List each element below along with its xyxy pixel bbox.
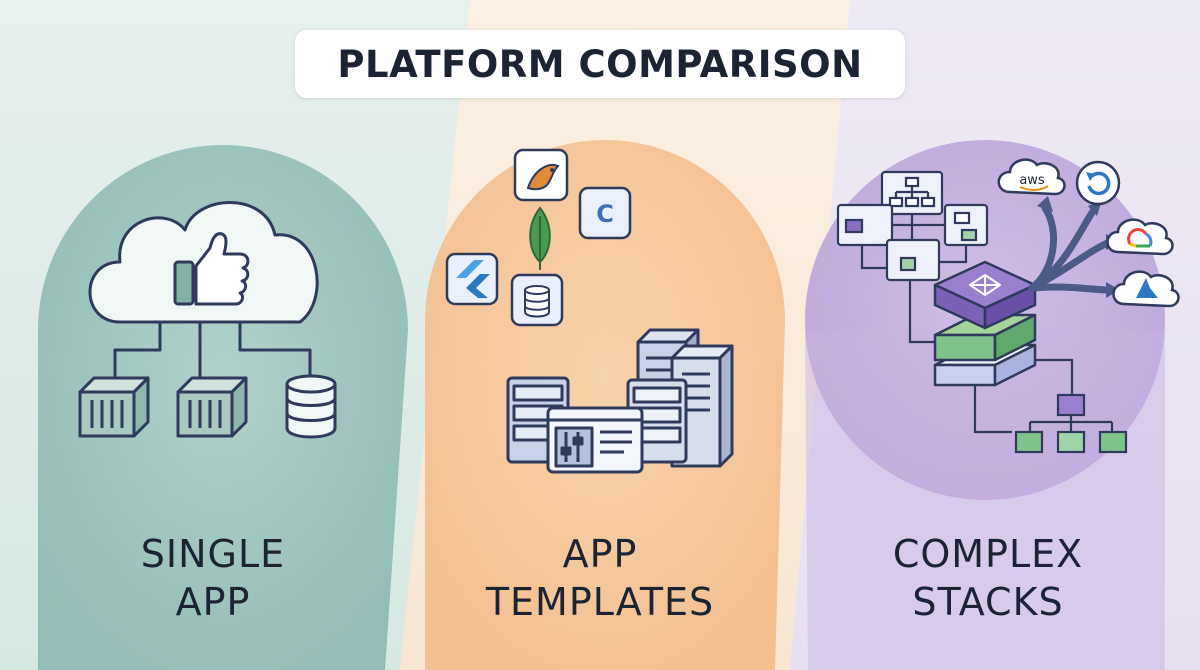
google-cloud-icon: [1106, 218, 1174, 256]
aws-badge-icon: aws: [997, 158, 1066, 196]
container-icon: [78, 376, 150, 438]
flutter-icon: [445, 252, 499, 306]
title-banner: PLATFORM COMPARISON: [295, 30, 905, 98]
panel-arch-app-templates: [425, 140, 785, 670]
sync-service-icon: [1075, 160, 1121, 206]
database-icon: [285, 374, 337, 439]
panel-label-single-app: SINGLE APP: [33, 530, 393, 626]
c-language-icon: C: [578, 186, 632, 240]
stack-layers-icon: [933, 260, 1037, 387]
panel-label-line2: TEMPLATES: [485, 580, 715, 624]
panel-label-line1: SINGLE: [140, 532, 286, 576]
svg-text:C: C: [596, 200, 614, 228]
panel-label-line2: APP: [175, 580, 251, 624]
panel-label-line1: APP: [562, 532, 638, 576]
container-icon: [176, 376, 248, 438]
cloud-thumbs-up-icon: [88, 201, 319, 378]
aws-label: aws: [1019, 173, 1045, 188]
page-title: PLATFORM COMPARISON: [337, 42, 863, 86]
database-icon: [510, 273, 564, 327]
panel-label-complex-stacks: COMPLEX STACKS: [808, 530, 1168, 626]
server-rack-icon: [506, 376, 570, 464]
leaf-database-icon: [529, 206, 551, 270]
architecture-diagram-icon: [836, 170, 989, 344]
branch-arrows-icon: [1028, 204, 1114, 294]
node-tree-icon: [973, 358, 1128, 454]
panel-label-line1: COMPLEX: [892, 532, 1084, 576]
bird-app-icon: [513, 148, 569, 202]
template-window-icon: [546, 406, 644, 474]
azure-cloud-icon: [1112, 270, 1180, 308]
server-rack-icon: [670, 344, 734, 468]
panel-label-app-templates: APP TEMPLATES: [420, 530, 780, 626]
panel-label-line2: STACKS: [912, 580, 1064, 624]
